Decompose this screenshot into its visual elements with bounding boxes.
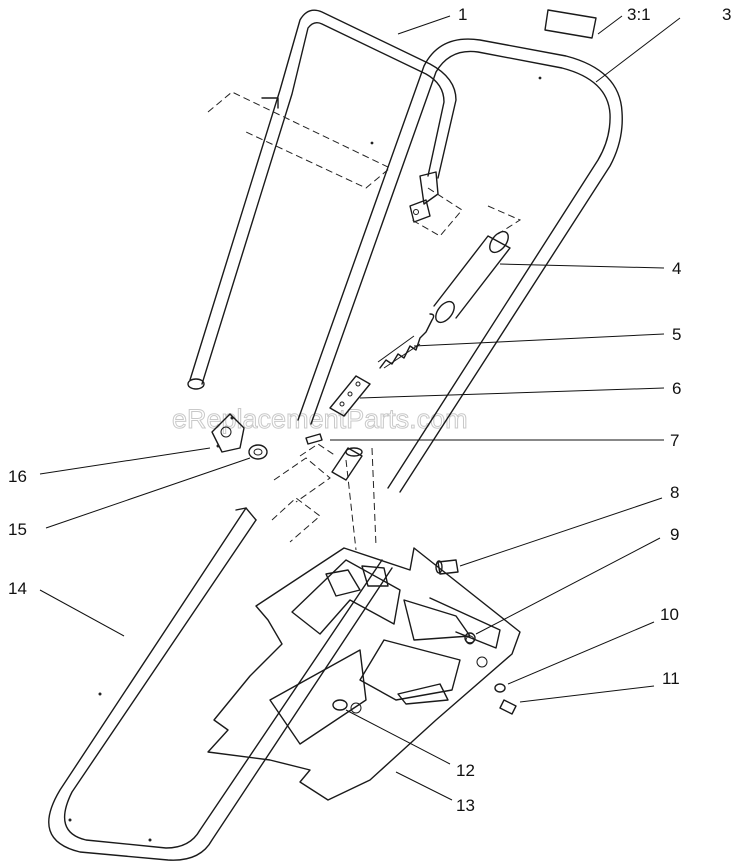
part-sleeve[interactable] bbox=[305, 433, 363, 481]
callout-9: 9 bbox=[670, 525, 679, 544]
callout-4: 4 bbox=[672, 259, 681, 278]
callout-15: 15 bbox=[8, 520, 27, 539]
callout-6: 6 bbox=[672, 379, 681, 398]
part-deck-plate[interactable] bbox=[207, 547, 521, 801]
callout-12: 12 bbox=[456, 761, 475, 780]
part-spacer[interactable] bbox=[332, 699, 348, 711]
callout-16: 16 bbox=[8, 467, 27, 486]
callout-13: 13 bbox=[456, 796, 475, 815]
callout-3-1: 3:1 bbox=[627, 5, 651, 24]
callout-1: 1 bbox=[458, 5, 467, 24]
watermark-text: eReplacementParts.com bbox=[172, 404, 468, 434]
part-nut[interactable] bbox=[464, 632, 476, 644]
callout-14: 14 bbox=[8, 579, 27, 598]
part-bolt[interactable] bbox=[435, 559, 459, 575]
part-tube[interactable] bbox=[432, 228, 512, 326]
part-control-bail[interactable] bbox=[187, 9, 457, 390]
callout-8: 8 bbox=[670, 483, 679, 502]
callout-10: 10 bbox=[660, 605, 679, 624]
part-washer[interactable] bbox=[248, 444, 268, 460]
callout-5: 5 bbox=[672, 325, 681, 344]
callout-labels: 1 3:1 3 4 5 6 7 8 9 10 11 12 13 14 15 16 bbox=[8, 5, 731, 815]
part-decal[interactable] bbox=[544, 9, 597, 39]
callout-11: 11 bbox=[662, 669, 680, 688]
callout-7: 7 bbox=[670, 431, 679, 450]
part-lock-washer[interactable] bbox=[494, 683, 506, 693]
part-knob[interactable] bbox=[211, 413, 245, 453]
part-upper-handle[interactable] bbox=[297, 38, 623, 493]
callout-3: 3 bbox=[722, 5, 731, 24]
part-screw[interactable] bbox=[499, 699, 517, 715]
part-lower-handle[interactable] bbox=[48, 507, 393, 861]
part-spring[interactable] bbox=[377, 313, 435, 369]
part-bracket-plate[interactable] bbox=[329, 375, 371, 417]
alignment-guides bbox=[207, 91, 522, 551]
leader-lines bbox=[39, 15, 681, 801]
